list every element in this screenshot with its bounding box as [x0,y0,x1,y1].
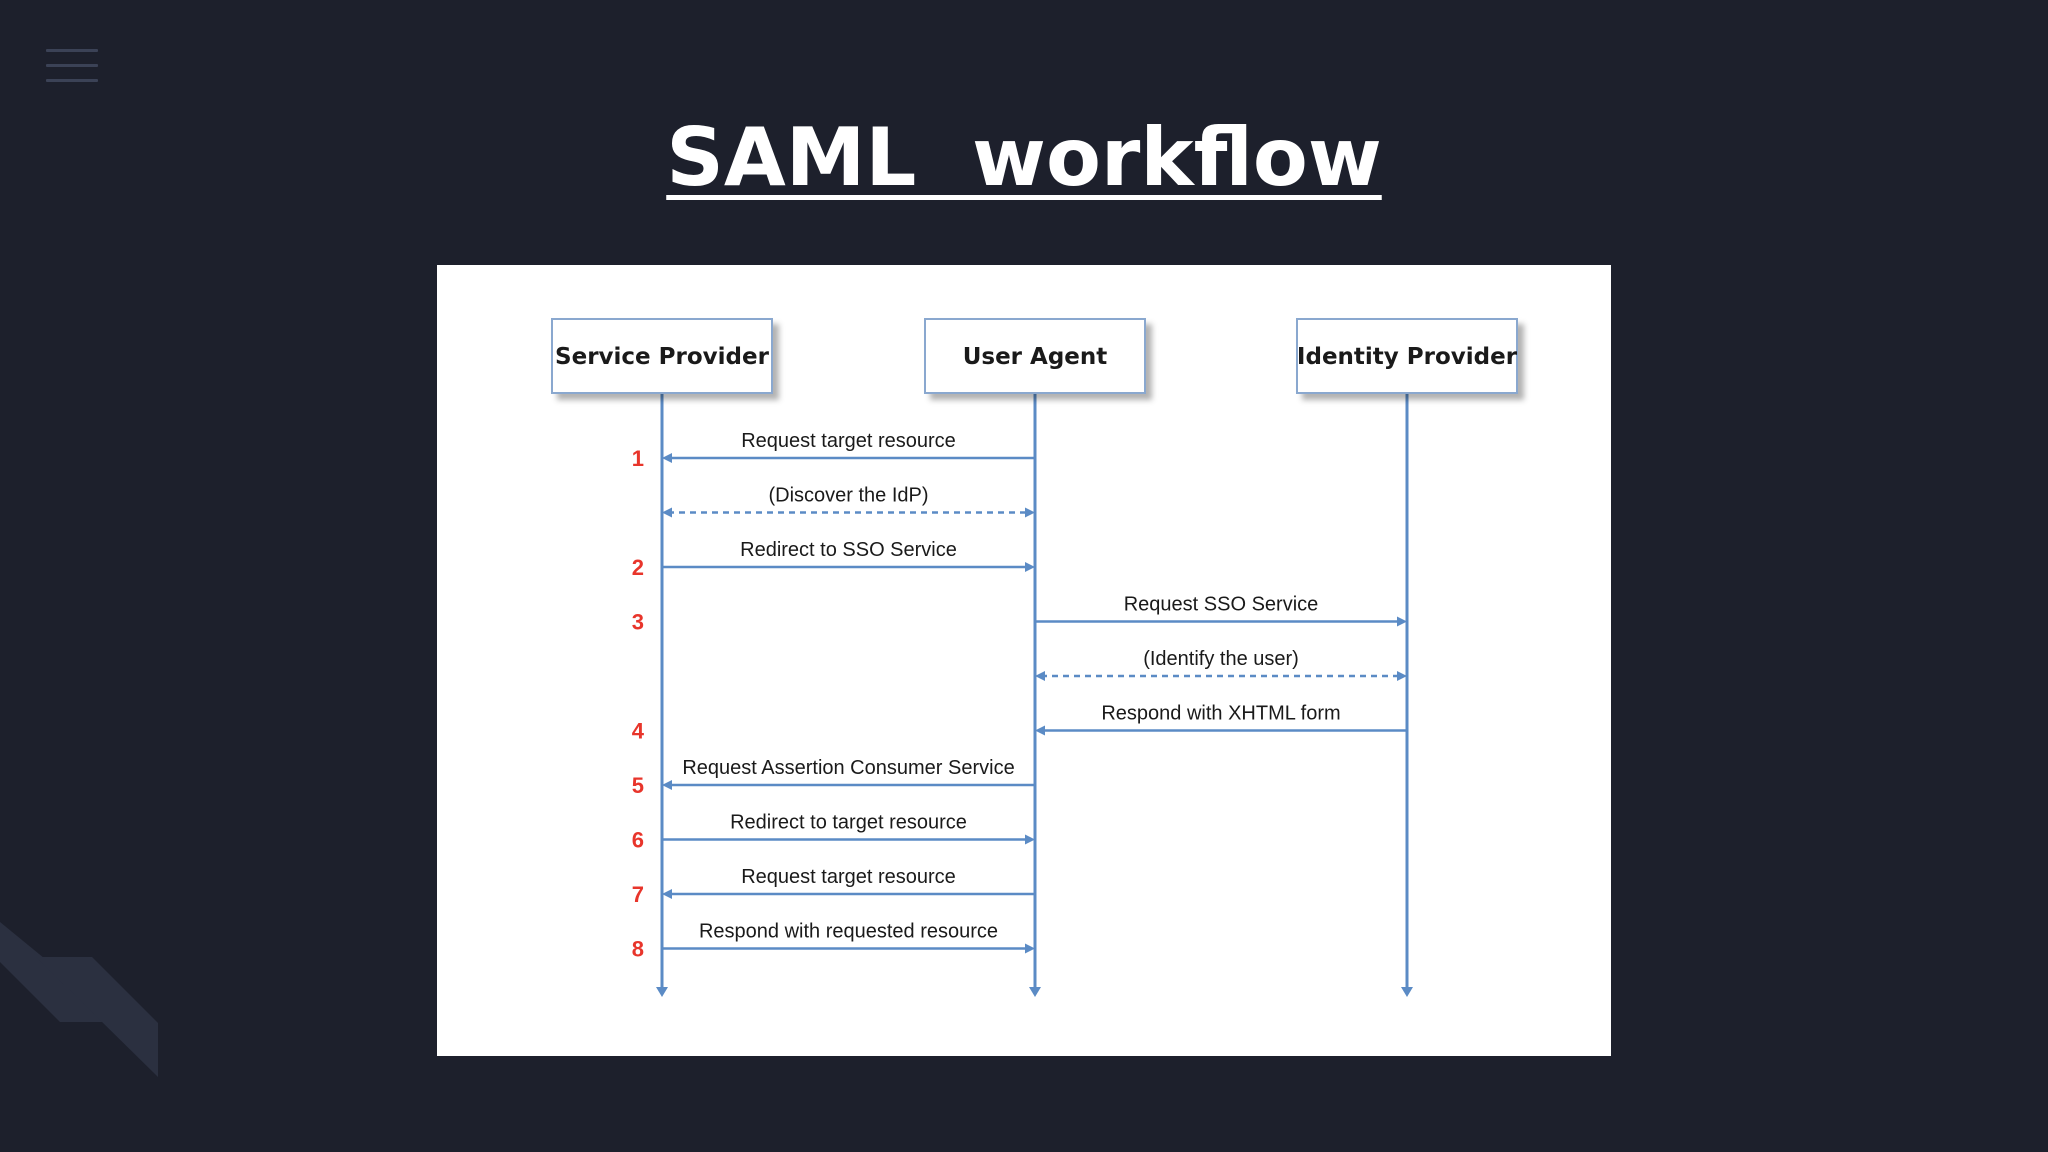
lifeline-end-arrow [656,987,668,997]
message-label: Redirect to target resource [730,812,967,834]
message-label: Request Assertion Consumer Service [682,757,1014,779]
arrow-head [662,780,672,790]
arrow-head [1025,507,1035,518]
arrow-head [662,507,672,518]
step-number: 5 [632,773,644,798]
arrow-head [662,889,672,899]
arrow-head [1035,671,1045,681]
arrow-head [1025,943,1035,954]
step-number: 2 [632,555,644,580]
participant-label-idp: Identity Provider [1297,344,1518,370]
message-label: Respond with XHTML form [1101,703,1340,725]
arrow-head [662,453,672,463]
step-number: 3 [632,610,644,635]
message-label: Request SSO Service [1124,594,1319,616]
participant-label-sp: Service Provider [555,344,770,370]
arrow-head [1035,725,1045,736]
arrow-head [1397,671,1407,681]
message-label: Request target resource [741,430,956,452]
participant-label-ua: User Agent [963,344,1108,370]
menu-bar [46,64,98,67]
arrow-head [1025,834,1035,845]
step-number: 7 [632,882,644,907]
step-number: 4 [632,719,645,744]
participant-box-sp [551,318,773,394]
arrow-head [1025,562,1035,572]
lifeline-end-arrow [1029,987,1041,997]
message-label: (Discover the IdP) [768,485,928,507]
participant-box-ua [924,318,1146,394]
message-label: Respond with requested resource [699,921,998,943]
message-label: Request target resource [741,866,956,888]
step-number: 1 [632,446,644,471]
sequence-diagram-canvas: Service Provider User Agent Identity Provi… [551,318,1518,997]
message-label: (Identify the user) [1143,648,1299,670]
hamburger-menu-icon[interactable] [46,46,98,86]
step-number: 6 [632,828,644,853]
corner-stripes-decoration [0,922,158,1077]
participant-box-idp [1296,318,1518,394]
step-number: 8 [632,937,644,962]
lifeline-end-arrow [1401,987,1413,997]
message-label: Redirect to SSO Service [740,539,957,561]
menu-bar [46,49,98,52]
saml-sequence-diagram: Service Provider User Agent Identity Provi… [437,265,1611,1056]
arrow-head [1397,616,1407,627]
menu-bar [46,79,98,82]
slide-title: SAML workflow [666,111,1382,204]
